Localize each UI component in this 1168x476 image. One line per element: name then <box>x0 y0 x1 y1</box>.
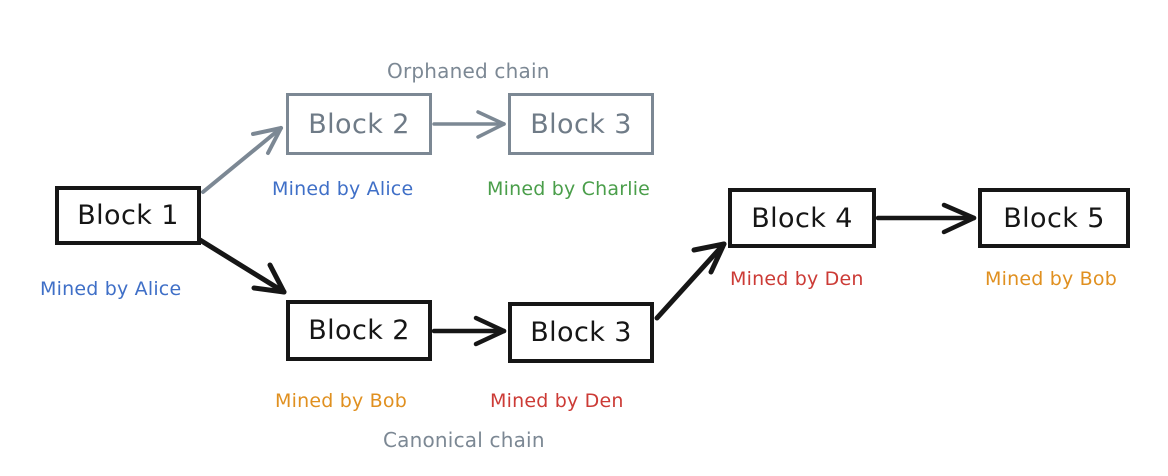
caption-block-1: Mined by Alice <box>40 278 182 300</box>
edge-orphan-block2-to-orphan-block3 <box>432 110 506 139</box>
caption-canonical-block-4: Mined by Den <box>730 268 864 290</box>
canonical-block-5-label: Block 5 <box>1003 202 1105 234</box>
caption-orphan-block-2: Mined by Alice <box>272 178 414 200</box>
caption-orphan-block-3: Mined by Charlie <box>487 178 651 200</box>
block-1-label: Block 1 <box>77 200 179 231</box>
edge-canonical-block2-to-block3 <box>431 315 507 347</box>
caption-canonical-block-5: Mined by Bob <box>985 268 1117 290</box>
caption-canonical-block-2: Mined by Bob <box>275 390 407 412</box>
orphaned-chain-title: Orphaned chain <box>387 59 550 83</box>
canonical-block-3-label: Block 3 <box>530 317 632 348</box>
orphan-block-2[interactable]: Block 2 <box>286 93 432 155</box>
canonical-block-5[interactable]: Block 5 <box>978 188 1130 248</box>
edge-canonical-block3-to-block4 <box>654 241 727 321</box>
orphan-block-3[interactable]: Block 3 <box>508 93 654 155</box>
canonical-block-2-label: Block 2 <box>308 315 410 346</box>
orphan-block-3-label: Block 3 <box>530 108 632 140</box>
canonical-block-2[interactable]: Block 2 <box>286 300 432 361</box>
canonical-block-4[interactable]: Block 4 <box>728 188 876 248</box>
block-1[interactable]: Block 1 <box>55 186 201 245</box>
edge-block1-to-orphan-block2 <box>201 126 283 194</box>
caption-canonical-block-3: Mined by Den <box>490 390 624 412</box>
canonical-block-3[interactable]: Block 3 <box>508 302 654 363</box>
canonical-block-4-label: Block 4 <box>751 202 853 234</box>
canonical-chain-title: Canonical chain <box>383 428 545 452</box>
edge-block1-to-canonical-block2 <box>197 237 287 295</box>
edge-canonical-block4-to-block5 <box>875 202 977 235</box>
orphan-block-2-label: Block 2 <box>308 108 410 140</box>
